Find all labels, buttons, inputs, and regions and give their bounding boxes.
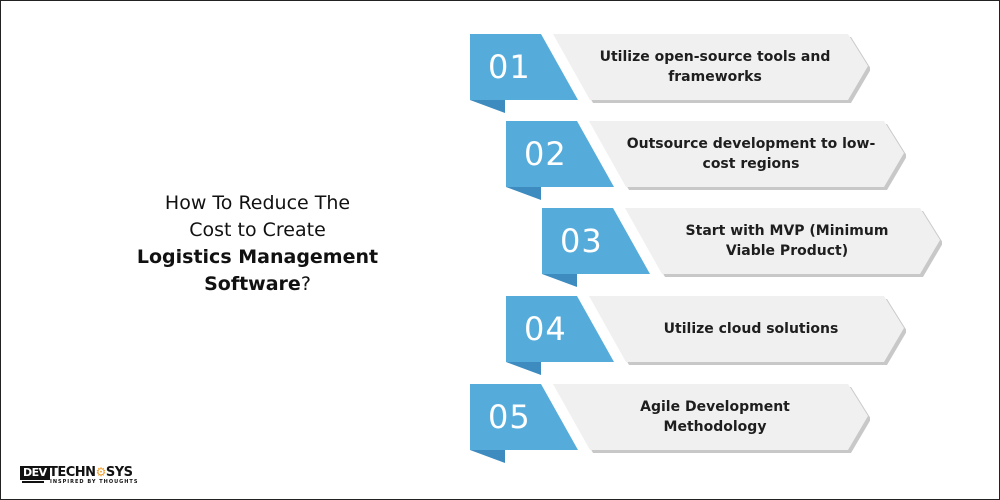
title-bold-line-2: Software <box>204 273 301 295</box>
title-line-1: How To Reduce The <box>164 192 351 214</box>
step-number: 01 <box>488 48 531 86</box>
step-text: Utilize cloud solutions <box>663 321 839 337</box>
page-title: How To Reduce The Cost to Create Logisti… <box>120 190 395 298</box>
step-item-02: 02 Outsource development to low-cost reg… <box>506 121 906 203</box>
title-line-2: Cost to Create <box>189 219 326 241</box>
gear-icon: ⚙ <box>95 465 107 479</box>
logo-brand-left: TECHN <box>49 465 96 480</box>
monitor-stand-icon <box>22 481 44 483</box>
step-text: Utilize open-source tools and frameworks <box>599 49 831 85</box>
title-bold-line-1: Logistics Management <box>136 246 379 268</box>
step-ribbon-shape <box>506 121 906 200</box>
step-text: Agile Development Methodology <box>640 399 790 435</box>
step-number: 03 <box>560 222 603 260</box>
step-ribbon-shape <box>542 208 942 287</box>
step-item-05: 05 Agile Development Methodology <box>470 384 870 466</box>
step-text: Outsource development to low-cost region… <box>626 136 876 172</box>
logo-tagline: INSPIRED BY THOUGHTS <box>50 479 139 485</box>
logo-dev-mark: DEV <box>20 466 50 480</box>
step-number: 02 <box>524 135 567 173</box>
logo-brand-right: SYS <box>105 465 133 480</box>
step-number: 05 <box>488 398 531 436</box>
step-number: 04 <box>524 310 567 348</box>
step-ribbon-shape <box>470 34 870 113</box>
step-item-01: 01 Utilize open-source tools and framewo… <box>470 34 870 116</box>
step-ribbon-shape <box>506 296 906 375</box>
step-ribbon-shape <box>470 384 870 463</box>
step-item-03: 03 Start with MVP (Minimum Viable Produc… <box>542 208 942 290</box>
step-item-04: 04 Utilize cloud solutions <box>506 296 906 378</box>
title-question-mark: ? <box>300 273 311 295</box>
logo-brand: TECHN⚙SYS <box>49 465 133 480</box>
step-text: Start with MVP (Minimum Viable Product) <box>685 223 889 259</box>
